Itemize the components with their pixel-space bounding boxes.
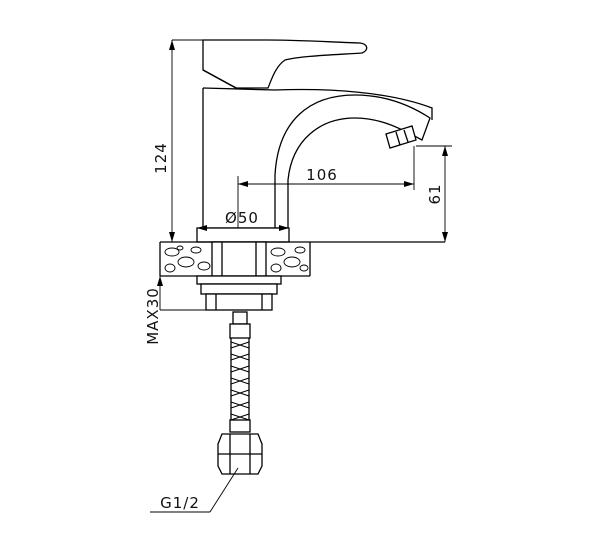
stone-hatch-right [270, 246, 309, 273]
dimension-spout-height: 61 [416, 145, 452, 242]
dimension-counter-thickness-label: MAX30 [144, 287, 162, 345]
dimension-base-diameter: Ø50 [197, 209, 289, 231]
mounting-nut [196, 275, 282, 311]
faucet-aerator [385, 125, 417, 149]
faucet-body [196, 39, 433, 243]
stone-hatch-left [164, 245, 211, 273]
dimension-counter-thickness: MAX30 [144, 276, 206, 345]
faucet-base [196, 227, 290, 243]
dimension-height: 124 [152, 39, 203, 242]
dimension-spout-height-label: 61 [426, 183, 444, 204]
braided-hose [217, 311, 263, 475]
dimension-height-label: 124 [152, 142, 170, 174]
faucet-handle [202, 39, 368, 89]
countertop-section [159, 241, 445, 277]
thread-callout: G1/2 [150, 467, 239, 513]
faucet-main-body [202, 88, 431, 229]
dimension-base-diameter-label: Ø50 [225, 209, 259, 227]
thread-callout-label: G1/2 [160, 494, 200, 512]
dimension-reach-label: 106 [306, 166, 338, 184]
dimension-reach: 106 [237, 146, 415, 228]
